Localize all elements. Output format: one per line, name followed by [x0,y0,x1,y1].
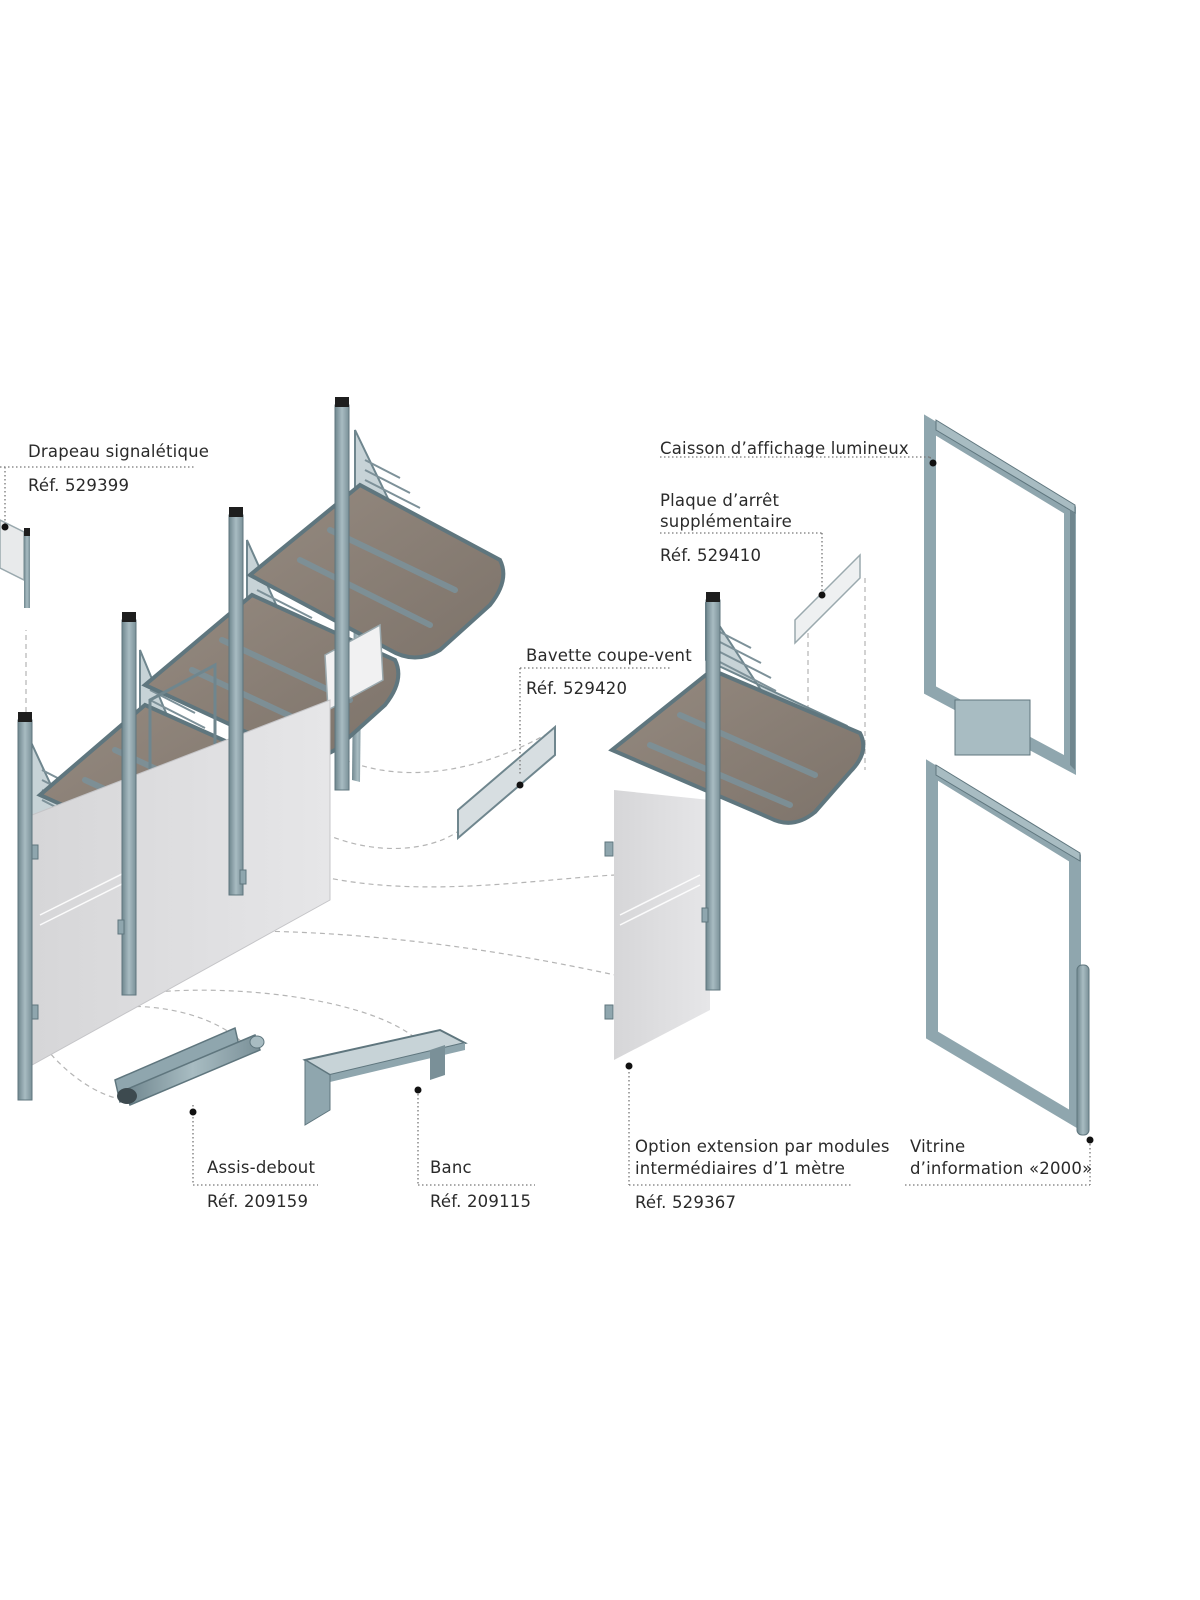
extension-roof [608,667,866,825]
banc-ref: Réf. 209115 [430,1192,532,1211]
drapeau-ref: Réf. 529399 [28,476,130,495]
plaque-name-line1: Plaque d’arrêt [660,491,780,510]
bavette-ref: Réf. 529420 [526,679,628,698]
option-ref: Réf. 529367 [635,1193,737,1212]
extension-post [705,599,721,991]
bavette-coupe-vent [457,724,556,841]
caisson-name: Caisson d’affichage lumineux [660,439,909,458]
caisson-affichage [924,414,1076,776]
option-name-line2: intermédiaires d’1 mètre [635,1159,846,1178]
callout-dots [1,459,1094,1144]
assis-name: Assis-debout [207,1158,316,1177]
post-1 [17,719,33,1101]
main-shelter [17,397,506,1101]
assis-ref: Réf. 209159 [207,1192,309,1211]
plaque-ref: Réf. 529410 [660,546,762,565]
drapeau-signaletique [0,519,30,608]
extension-side-glass [614,790,710,1060]
vitrine-information [926,759,1090,1136]
option-name-line1: Option extension par modules [635,1137,890,1156]
drapeau-name: Drapeau signalétique [28,442,210,461]
callout-leaders [0,456,1091,1186]
banc [302,1028,468,1126]
extension-module [604,592,866,1060]
vitrine-name-line1: Vitrine [910,1137,966,1156]
post-2 [121,619,137,996]
post-3 [228,514,244,896]
post-4 [334,404,350,791]
roof-module-3 [246,482,506,660]
assis-debout [114,1026,265,1107]
plaque-name-line2: supplémentaire [660,512,792,531]
bavette-name: Bavette coupe-vent [526,646,692,665]
banc-name: Banc [430,1158,472,1177]
vitrine-name-line2: d’information «2000» [910,1159,1093,1178]
plaque-arret [794,553,861,645]
